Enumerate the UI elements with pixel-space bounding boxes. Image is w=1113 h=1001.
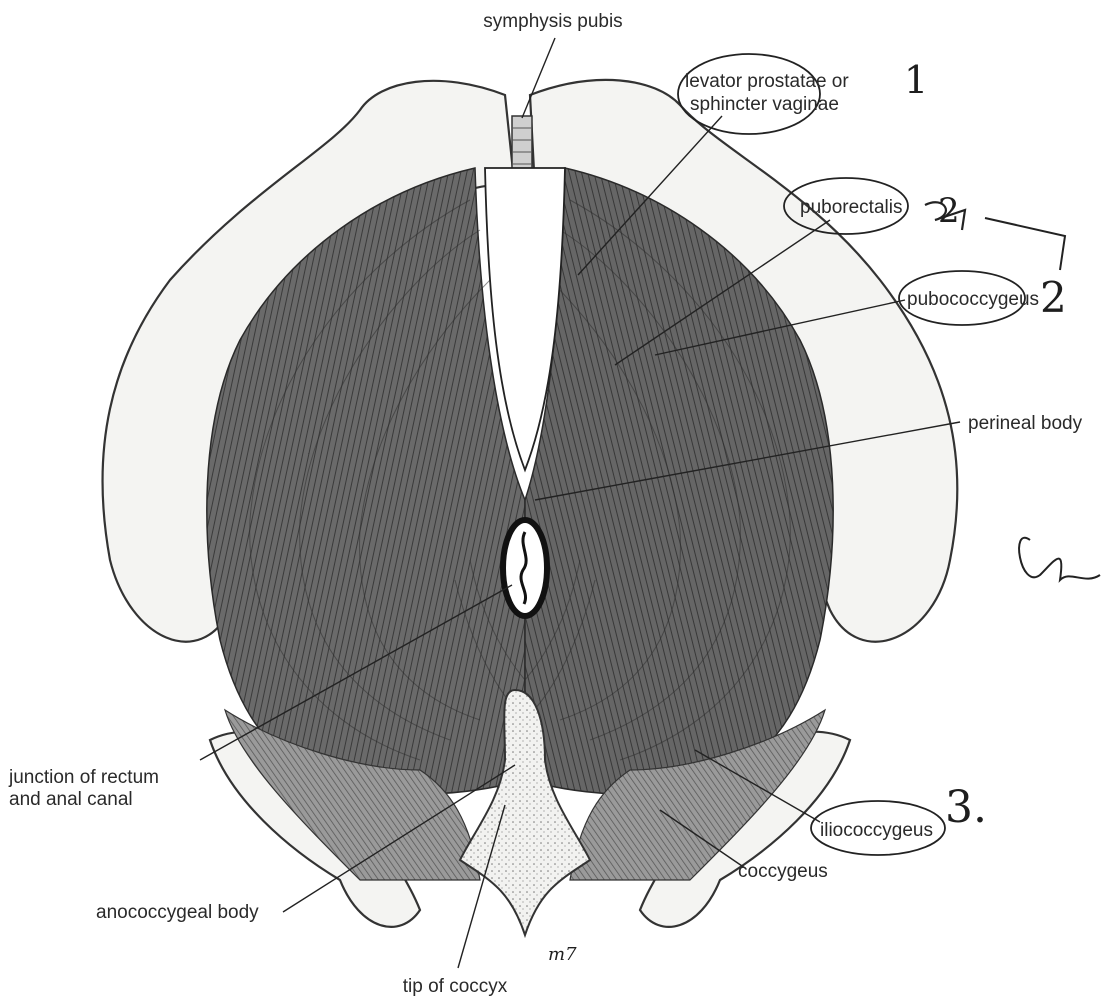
- label-anococcygeal-body: anococcygeal body: [96, 902, 259, 923]
- label-levator-line2: sphincter vaginae: [690, 94, 839, 115]
- label-puborectalis: puborectalis: [800, 197, 902, 218]
- handwritten-number-1: 1: [904, 58, 928, 102]
- handwritten-number-2-top: 2: [938, 191, 960, 231]
- label-junction-line1: junction of rectum: [8, 767, 159, 788]
- signature: [1019, 538, 1100, 580]
- label-perineal-body: perineal body: [968, 413, 1083, 434]
- artist-mark: m7: [548, 944, 577, 965]
- label-coccygeus: coccygeus: [738, 861, 828, 882]
- label-pubococcygeus: pubococcygeus: [907, 289, 1039, 310]
- label-tip-of-coccyx: tip of coccyx: [403, 976, 508, 997]
- handwritten-number-2: 2: [1040, 273, 1067, 322]
- label-iliococcygeus: iliococcygeus: [820, 820, 933, 841]
- label-levator-line1: levator prostatae or: [685, 71, 849, 92]
- label-symphysis-pubis: symphysis pubis: [483, 11, 622, 32]
- mark-bracket: [985, 218, 1065, 270]
- handwritten-number-3: 3.: [945, 782, 987, 833]
- label-junction-line2: and anal canal: [9, 789, 133, 810]
